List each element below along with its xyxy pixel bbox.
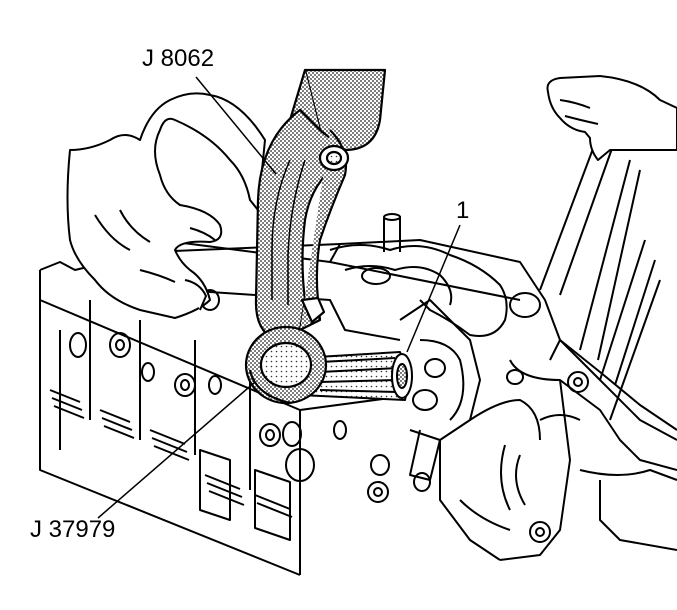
leader-j8062 [195,76,277,175]
label-j8062: J 8062 [142,45,215,72]
leader-lines [97,76,461,519]
cylinder-head [39,129,677,576]
leader-1 [406,224,461,353]
label-callout-1: 1 [456,197,470,224]
tool-j8062-compressor [244,68,387,405]
label-j37979: J 37979 [30,516,116,543]
hand-right [546,75,677,161]
tool-j37979-driver [299,351,413,401]
hand-left [66,92,266,319]
leader-j37979 [97,381,256,519]
